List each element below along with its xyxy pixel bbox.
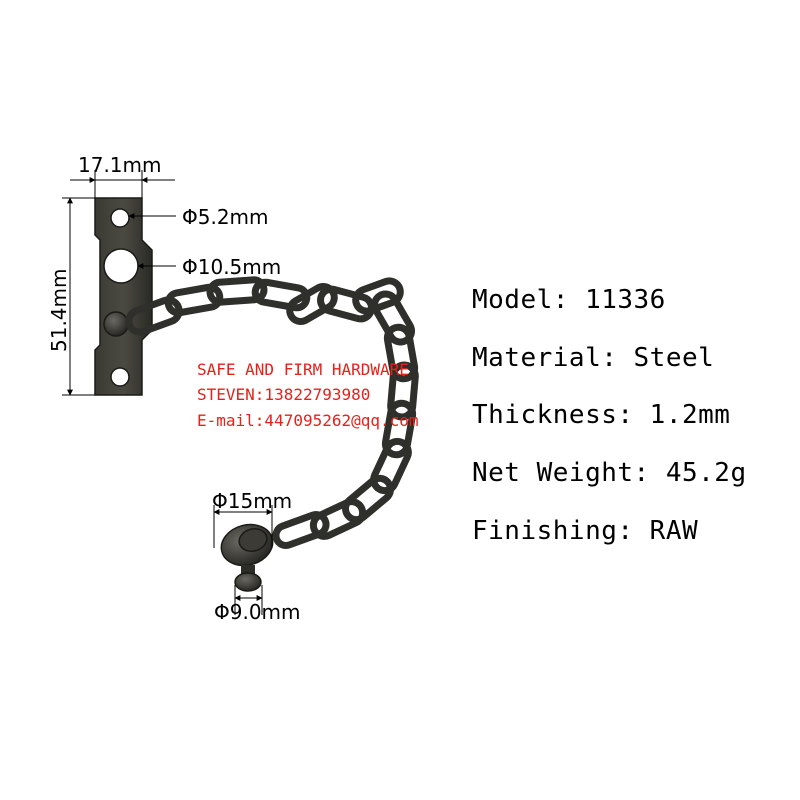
plate-bottom-hole — [110, 367, 130, 387]
plate-large-hole — [103, 248, 139, 284]
chain — [125, 276, 419, 549]
watermark-contact: STEVEN:13822793980 — [197, 385, 371, 404]
spec-thickness: Thickness: 1.2mm — [472, 400, 731, 430]
spec-finishing: Finishing: RAW — [472, 516, 699, 546]
knob-head-label: Φ15mm — [212, 489, 292, 513]
dimension-lines — [62, 170, 273, 615]
watermark-email: E-mail:447095262@qq.com — [197, 411, 419, 430]
spec-model: Model: 11336 — [472, 285, 666, 315]
large-hole-label: Φ10.5mm — [182, 255, 281, 279]
mounting-plate — [94, 197, 153, 396]
plate-rivet — [103, 311, 129, 337]
chain-knob — [220, 523, 274, 592]
spec-material: Material: Steel — [472, 343, 715, 373]
plate-height-label: 51.4mm — [47, 269, 71, 353]
plate-top-hole — [110, 208, 130, 228]
spec-net-weight: Net Weight: 45.2g — [472, 458, 747, 488]
watermark-company: SAFE AND FIRM HARDWARE — [197, 360, 409, 379]
small-hole-label: Φ5.2mm — [182, 205, 269, 229]
plate-width-label: 17.1mm — [78, 153, 162, 177]
knob-stem-label: Φ9.0mm — [214, 600, 301, 624]
